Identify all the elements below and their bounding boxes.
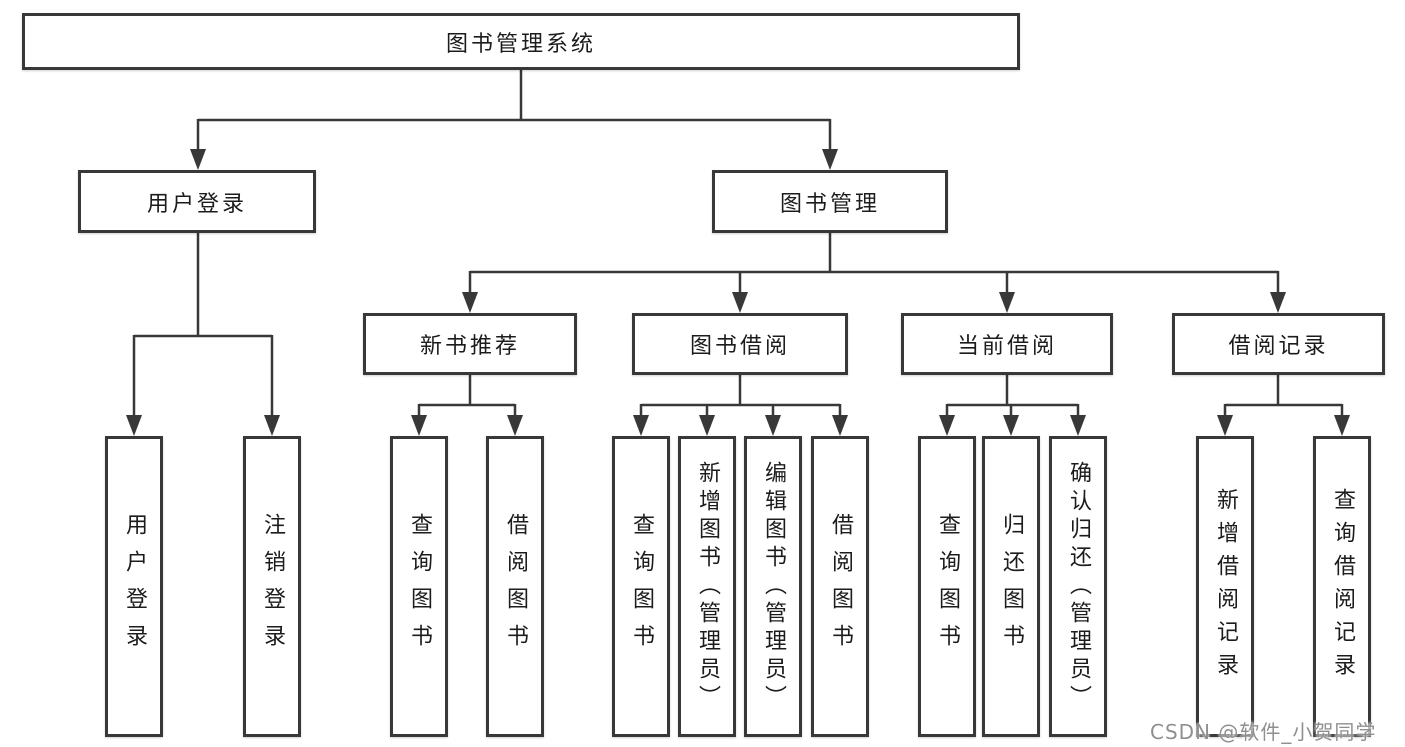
node-label: 查询借阅记录: [1330, 487, 1355, 686]
arrowhead-group: [126, 149, 1350, 436]
arrowhead-icon: [1070, 415, 1086, 436]
arrowhead-icon: [1217, 415, 1233, 436]
arrowhead-icon: [832, 415, 848, 436]
node-new-book-recommend: 新书推荐: [363, 313, 577, 375]
node-label: 查询图书: [935, 512, 960, 661]
node-leaf-borrow-books-recommend: 借阅图书: [486, 436, 544, 737]
node-label: 新增借阅记录: [1213, 487, 1238, 686]
node-label: 借阅记录: [1228, 334, 1329, 359]
node-label: 借阅图书: [828, 512, 853, 661]
node-leaf-query-borrow-record: 查询借阅记录: [1313, 436, 1371, 737]
arrowhead-icon: [462, 292, 478, 313]
node-book-borrowing: 图书借阅: [632, 313, 848, 375]
node-current-borrowing: 当前借阅: [901, 313, 1113, 375]
arrowhead-icon: [411, 415, 427, 436]
node-label: 图书管理: [779, 191, 880, 217]
arrowhead-icon: [1334, 415, 1350, 436]
arrowhead-icon: [999, 292, 1015, 313]
arrowhead-icon: [939, 415, 955, 436]
node-label: 用户登录: [122, 512, 147, 661]
node-book-management: 图书管理: [712, 170, 948, 233]
node-leaf-return-books: 归还图书: [982, 436, 1040, 737]
node-label: 图书管理系统: [445, 31, 596, 57]
csdn-watermark: CSDN @软件_小贺同学: [1150, 720, 1377, 744]
node-label: 编辑图书（管理员）: [761, 460, 786, 713]
node-label: 新书推荐: [419, 334, 520, 359]
node-label: 查询图书: [629, 512, 654, 661]
node-label: 查询图书: [407, 512, 432, 661]
arrowhead-icon: [732, 292, 748, 313]
node-leaf-query-books-borrowing: 查询图书: [612, 436, 670, 737]
node-borrowing-records: 借阅记录: [1172, 313, 1385, 375]
node-user-login: 用户登录: [78, 170, 316, 233]
arrowhead-icon: [264, 415, 280, 436]
node-label: 确认归还（管理员）: [1066, 460, 1091, 713]
node-leaf-borrow-books: 借阅图书: [811, 436, 869, 737]
node-label: 用户登录: [146, 191, 247, 217]
node-leaf-confirm-return-admin: 确认归还（管理员）: [1049, 436, 1107, 737]
node-label: 新增图书（管理员）: [695, 460, 720, 713]
arrowhead-icon: [633, 415, 649, 436]
node-leaf-logout: 注销登录: [243, 436, 301, 737]
node-leaf-query-books-current: 查询图书: [918, 436, 976, 737]
node-leaf-edit-books-admin: 编辑图书（管理员）: [744, 436, 802, 737]
node-label: 借阅图书: [503, 512, 528, 661]
arrowhead-icon: [190, 149, 206, 170]
node-library-management-system: 图书管理系统: [22, 13, 1020, 70]
connector-path: [132, 70, 1344, 418]
node-label: 当前借阅: [956, 334, 1057, 359]
node-label: 图书借阅: [689, 334, 790, 359]
arrowhead-icon: [1003, 415, 1019, 436]
arrowhead-icon: [699, 415, 715, 436]
arrowhead-icon: [126, 415, 142, 436]
arrowhead-icon: [1270, 292, 1286, 313]
node-leaf-query-books-recommend: 查询图书: [390, 436, 448, 737]
node-label: 注销登录: [260, 512, 285, 661]
node-leaf-add-borrow-record: 新增借阅记录: [1196, 436, 1254, 737]
arrowhead-icon: [507, 415, 523, 436]
node-label: 归还图书: [999, 512, 1024, 661]
node-leaf-user-login: 用户登录: [105, 436, 163, 737]
arrowhead-icon: [822, 149, 838, 170]
arrowhead-icon: [765, 415, 781, 436]
node-leaf-add-books-admin: 新增图书（管理员）: [678, 436, 736, 737]
